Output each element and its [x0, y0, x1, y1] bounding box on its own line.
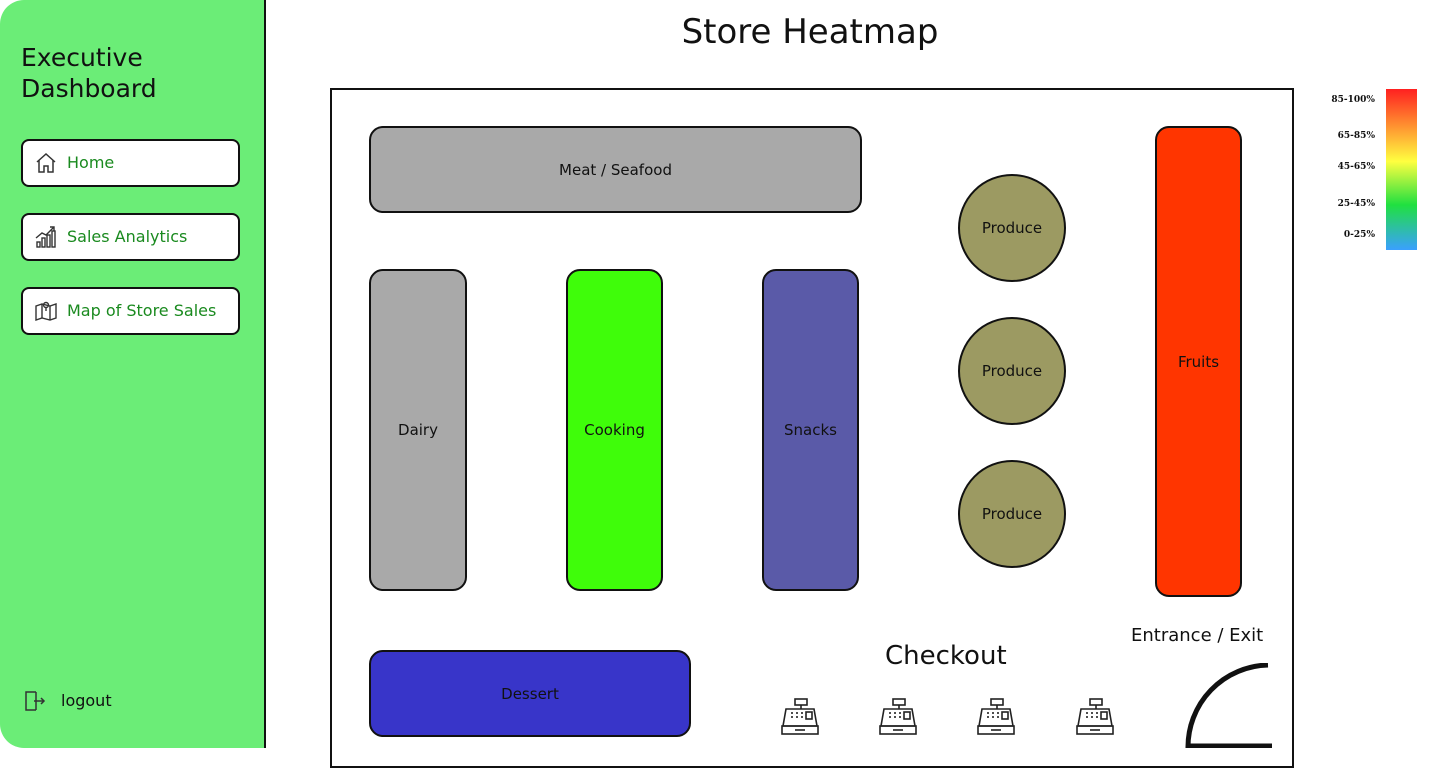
nav-home-button[interactable]: Home [21, 139, 240, 187]
zone-dessert[interactable]: Dessert [369, 650, 691, 737]
logout-button[interactable]: logout [22, 688, 132, 714]
zone-label: Meat / Seafood [559, 160, 672, 179]
zone-produce-2[interactable]: Produce [958, 317, 1066, 425]
nav-map-store-sales-label: Map of Store Sales [67, 301, 217, 320]
zone-label: Produce [981, 219, 1043, 237]
cash-register-icon [976, 698, 1016, 736]
home-icon [34, 151, 58, 175]
legend-label-0-25: 0-25% [1343, 230, 1375, 240]
zone-produce-1[interactable]: Produce [958, 174, 1066, 282]
nav-home-label: Home [67, 153, 115, 172]
cash-register-icon [878, 698, 918, 736]
zone-cooking[interactable]: Cooking [566, 269, 663, 591]
cash-register-icon [1075, 698, 1115, 736]
nav-sales-analytics-button[interactable]: Sales Analytics [21, 213, 240, 261]
zone-label: Fruits [1177, 352, 1220, 371]
app-title: Executive Dashboard [21, 43, 157, 103]
logout-label: logout [61, 691, 112, 710]
zone-meat-seafood[interactable]: Meat / Seafood [369, 126, 862, 213]
sidebar: Executive Dashboard Home Sales Analytics… [0, 0, 266, 748]
logout-icon [22, 689, 46, 713]
legend-label-45-65: 45-65% [1337, 162, 1375, 172]
zone-produce-3[interactable]: Produce [958, 460, 1066, 568]
zone-label: Dessert [501, 684, 559, 703]
zone-snacks[interactable]: Snacks [762, 269, 859, 591]
zone-fruits[interactable]: Fruits [1155, 126, 1242, 597]
entrance-exit-label: Entrance / Exit [1131, 625, 1264, 646]
legend-label-65-85: 65-85% [1337, 131, 1375, 141]
cash-register-icon [780, 698, 820, 736]
door-arc-icon [1185, 663, 1272, 748]
chart-icon [34, 225, 58, 249]
page-title: Store Heatmap [681, 12, 939, 52]
map-icon [34, 299, 58, 323]
nav-map-store-sales-button[interactable]: Map of Store Sales [21, 287, 240, 335]
zone-label: Dairy [398, 421, 438, 439]
heat-legend-bar [1386, 89, 1417, 250]
zone-label: Produce [981, 362, 1043, 380]
nav-sales-analytics-label: Sales Analytics [67, 227, 188, 246]
zone-label: Snacks [784, 421, 837, 439]
legend-label-85-100: 85-100% [1331, 95, 1375, 105]
zone-dairy[interactable]: Dairy [369, 269, 467, 591]
checkout-label: Checkout [885, 641, 1007, 671]
zone-label: Cooking [584, 421, 645, 439]
zone-label: Produce [981, 505, 1043, 523]
legend-label-25-45: 25-45% [1337, 199, 1375, 209]
